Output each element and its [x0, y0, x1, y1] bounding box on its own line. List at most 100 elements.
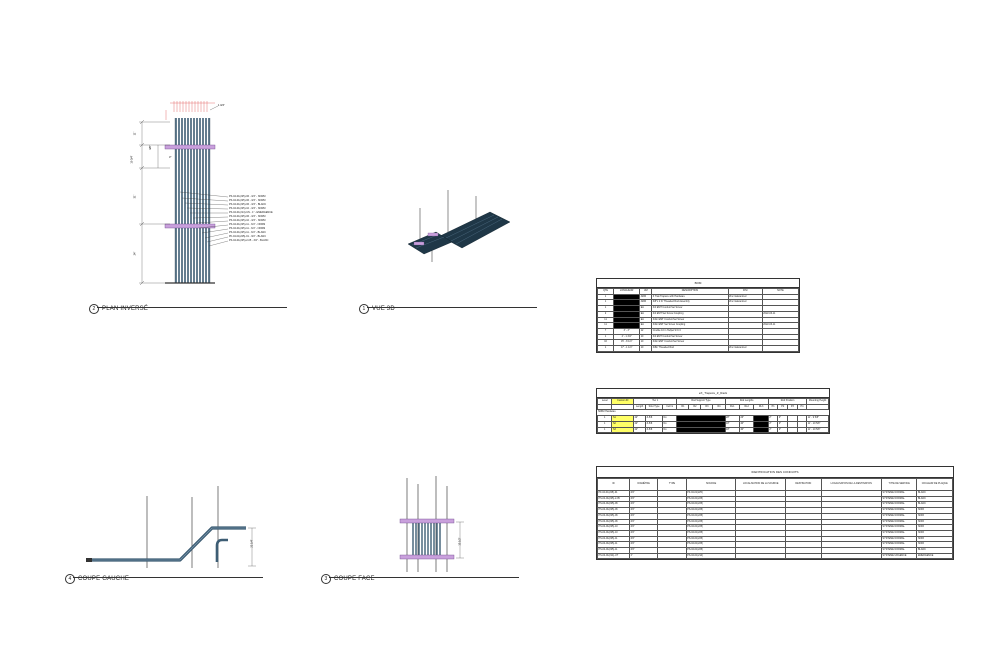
trapeze-title: eX_Trapèze_Z_Rack [597, 389, 829, 398]
vue3d-trapeze-a [427, 232, 439, 237]
table-row: 1 S3 22" Z-5/8 No 18" 40" 2" 0" 11' - 10… [596, 426, 829, 434]
id-cell [820, 507, 882, 514]
identification-header: ID [597, 478, 630, 491]
id-cell [735, 512, 787, 520]
trapeze-cell: 18" [724, 426, 740, 434]
plan-callout: PF-04-01(225)-01 - 3/4" - BLANC [229, 235, 267, 238]
id-cell: NOIR [916, 512, 953, 520]
id-cell: PS-04-01(214)-UT [597, 552, 630, 560]
plan-callout: PS-04-01(225)-06 - 3/4" - BLANC [229, 203, 267, 206]
identification-header-row: ID DIAMÈTRE TYPE SOURCE LOCALISATION DE … [597, 478, 953, 491]
identification-header: DIAMÈTRE [628, 478, 659, 491]
plan-callout: PS-04-01(225)-11 - 3/4" - NORM [229, 227, 266, 230]
id-cell: NOIR [916, 507, 953, 514]
id-cell [657, 535, 687, 543]
id-cell [785, 552, 822, 560]
id-cell [820, 541, 882, 549]
plan-top-ticks [165, 101, 215, 120]
id-cell: PS-04-01(214) [685, 552, 737, 560]
plan-dim-gap: 3" [169, 156, 172, 159]
id-cell [657, 541, 687, 549]
id-cell [820, 535, 882, 543]
trapeze-cell: 11' - 10 5/8" [806, 426, 829, 434]
id-cell [735, 507, 787, 514]
view-title-vue-3d: 1 VUE 3D [359, 304, 395, 314]
plan-callout: PS-04-01(225)-11 - 3/4" - BLANC [229, 231, 266, 234]
id-cell [820, 524, 882, 531]
id-cell: BLANC [916, 547, 953, 554]
plan-callout: PS-04-01(225)-10 - 3/4" - NORM [229, 207, 266, 210]
bom-table: BOM QTÉ LONGUEUR UM DESCRIPTION FINI NOT… [596, 278, 800, 353]
id-cell [657, 524, 687, 531]
bom-cell: 3/8in Threaded Rod [651, 345, 729, 352]
identification-header: LOCALISATION DE LA DESTINATION [820, 478, 882, 491]
trapeze-cell: 22" [633, 426, 647, 434]
plan-callout: PS-04-01(225)-06 - 3/4" - NORM [229, 195, 266, 198]
trapeze-cell [796, 426, 808, 434]
id-cell [820, 518, 882, 526]
vue3d-tray-left [407, 231, 453, 255]
plan-callout: PS-04-01(225)-2-05 - 3/4" - BLANC [229, 239, 269, 242]
id-cell [820, 547, 882, 554]
plan-callout: PS-04-01(225)-06 - 3/4" - NORM [229, 215, 266, 218]
view-number: 4 [65, 574, 75, 584]
view-title-rule [329, 577, 519, 578]
view-title-rule [367, 307, 537, 308]
id-cell [820, 552, 882, 560]
identification-header: TYPE [657, 478, 687, 491]
bom-cell: 17' - 1 1/4" [613, 345, 641, 352]
id-cell [735, 547, 787, 554]
id-cell: EMERGENCE [916, 552, 953, 560]
plan-dim-ticks [139, 119, 145, 286]
vue3d-trapeze-b [413, 241, 425, 246]
id-cell [657, 529, 687, 537]
identification-header: COULEUR DE PLAQUE [916, 478, 953, 491]
id-cell: NOIR [916, 518, 953, 526]
bom-title: BOM [597, 279, 799, 288]
view-title-text: PLAN INVERSÉ [102, 306, 149, 312]
coupe-face-dim [456, 521, 464, 559]
id-cell [820, 512, 882, 520]
coupe-face-dim-label: 13 1/2" [458, 537, 462, 546]
plan-trapeze-top [164, 144, 216, 150]
coupe-face-trapeze-bot [399, 554, 455, 560]
plan-inverse-view [139, 101, 229, 286]
trapeze-cell: Z-5/8 [645, 426, 663, 434]
id-cell [820, 529, 882, 537]
vue-3d-view [407, 190, 511, 262]
view-title-plan-inverse: 2 PLAN INVERSÉ [89, 304, 148, 314]
id-cell [735, 552, 787, 560]
id-cell [735, 518, 787, 526]
coupe-gauche-end [86, 558, 92, 562]
plan-callout: PS-04-01(225)-06 - 3/4" - NORM [229, 199, 266, 202]
plan-dim-b: 3/8" [148, 145, 152, 150]
coupe-gauche-dim [248, 527, 256, 567]
trapeze-cell: 40" [738, 426, 755, 434]
view-title-coupe-face: 3 COUPE FACE [321, 574, 375, 584]
trapeze-cell-redacted [676, 426, 726, 434]
plan-conduits [175, 118, 210, 283]
plan-callout: PS-04-01(225)-11 - 3/4" - NORM [229, 223, 266, 226]
plan-leaders [179, 191, 229, 247]
coupe-face-conduits [412, 522, 441, 558]
view-title-coupe-gauche: 4 COUPE GAUCHE [65, 574, 129, 584]
id-cell: NOIR [916, 529, 953, 537]
trapeze-cell: 2" [767, 426, 779, 434]
trapeze-grid: Level Custom ID Tier 1 Rod Support Type … [596, 398, 829, 434]
trapeze-cell: 1 [596, 426, 613, 434]
view-title-text: COUPE FACE [334, 576, 375, 582]
coupe-gauche-conduit [90, 526, 246, 562]
id-cell: 1" [628, 552, 659, 560]
trapeze-cell: 0" [777, 426, 789, 434]
plan-dim-lines [139, 105, 219, 284]
